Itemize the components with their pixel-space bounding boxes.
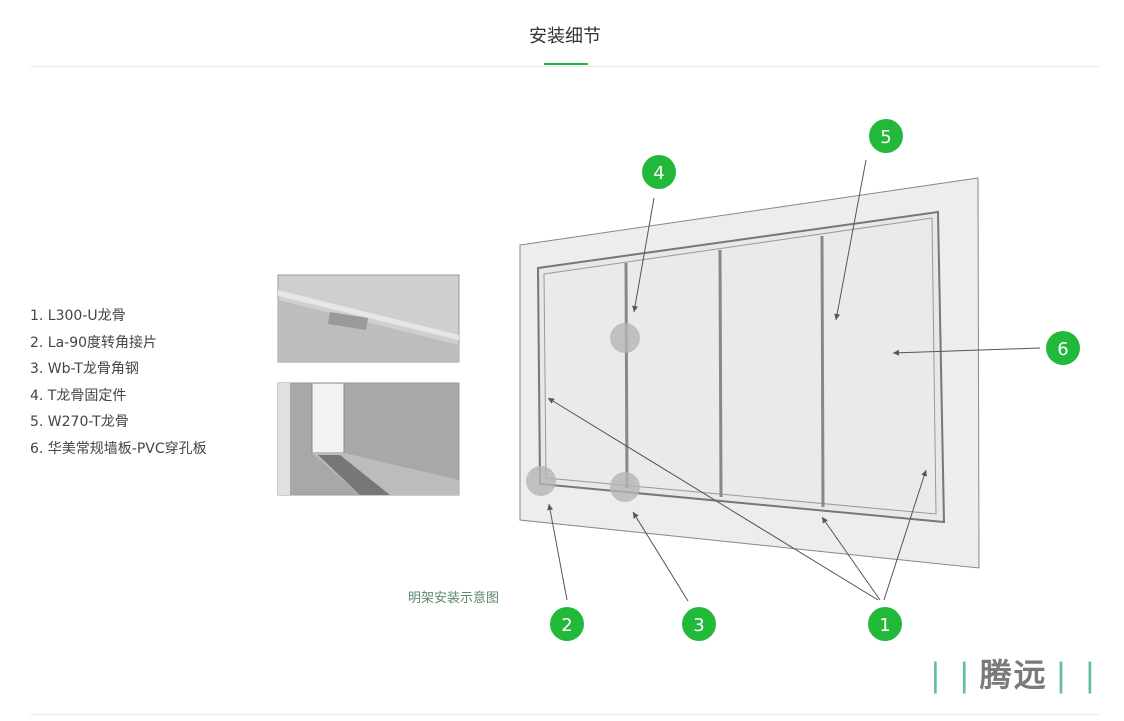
svg-text:5: 5 <box>880 127 891 148</box>
title-underline <box>544 63 588 65</box>
legend-item: 1. L300-U龙骨 <box>30 308 126 324</box>
pointer-lines <box>547 159 1041 602</box>
legend-item: 5. W270-T龙骨 <box>30 414 129 430</box>
marker-5: 5 <box>869 119 903 153</box>
marker-3: 3 <box>682 607 716 641</box>
legend-item: 4. T龙骨固定件 <box>30 387 127 404</box>
legend-item: 6. 华美常规墙板-PVC穿孔板 <box>30 440 207 457</box>
t-keel-dividers <box>624 235 825 508</box>
legend-item: 3. Wb-T龙骨角钢 <box>30 361 139 377</box>
page-title: 安装细节 <box>529 26 601 47</box>
divider <box>30 714 1100 715</box>
svg-text:6: 6 <box>1057 339 1068 360</box>
marker-badges: 1 2 3 4 5 6 <box>550 119 1080 641</box>
detail-image-bottom <box>277 382 460 496</box>
svg-text:3: 3 <box>693 615 704 636</box>
divider <box>30 66 1100 67</box>
legend-item: 2. La-90度转角接片 <box>30 334 158 351</box>
marker-4: 4 <box>642 155 676 189</box>
svg-text:2: 2 <box>561 615 572 636</box>
marker-1: 1 <box>868 607 902 641</box>
diagram-caption: 明架安装示意图 <box>408 591 500 606</box>
marker-2: 2 <box>550 607 584 641</box>
svg-text:1: 1 <box>879 615 890 636</box>
svg-text:4: 4 <box>653 163 664 184</box>
marker-6: 6 <box>1046 331 1080 365</box>
detail-image-top <box>277 274 460 363</box>
logo: ❘❘腾远❘❘ <box>922 656 1106 694</box>
highlight-spots <box>526 323 640 502</box>
parts-legend: 1. L300-U龙骨 2. La-90度转角接片 3. Wb-T龙骨角钢 4.… <box>30 303 207 462</box>
